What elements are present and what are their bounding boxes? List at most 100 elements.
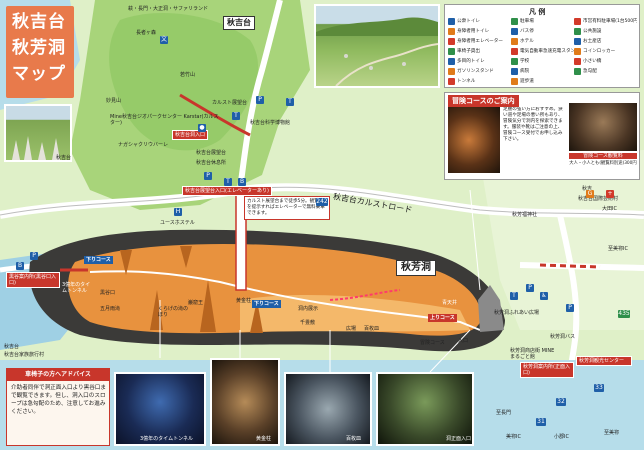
legend-item: 多目的トイレ — [448, 57, 511, 67]
bus-stop-icon: B — [16, 262, 24, 270]
toilet-icon: T — [510, 292, 518, 300]
route-badge-33: 33 — [594, 384, 604, 392]
legend-item-label: 遊歩道 — [520, 79, 534, 84]
label-akiyoshi-area: 秋吉台 — [4, 344, 20, 350]
steep-slope-icon — [574, 68, 581, 75]
adventure-photo-right — [569, 103, 637, 151]
hospital-icon: + — [606, 190, 614, 198]
label-kurodani: 黒谷口 — [100, 290, 116, 296]
legend-header: 凡 例 — [529, 8, 546, 16]
stalagmite-3 — [250, 300, 263, 333]
parking-icon: P — [526, 284, 534, 292]
school-icon: 文 — [160, 36, 168, 44]
tag-observatory-entrance: 秋吉台展望台入口(エレベーターあり) — [182, 186, 272, 196]
label-myokenzan: 妙見山 — [106, 98, 122, 104]
label-tomine: 至美祢 — [604, 430, 620, 436]
legend-item: 病院 — [511, 67, 574, 77]
label-nobori-course: 上りコース — [428, 314, 457, 322]
legend-item: 車椅子貸出 — [448, 47, 511, 57]
photo-rock-2 — [369, 66, 373, 70]
legend-item: 遊歩道 — [511, 77, 574, 87]
label-kogane: 黄金柱 — [236, 298, 252, 304]
adventure-path — [329, 289, 401, 301]
toilet-icon: T — [286, 98, 294, 106]
bridge-icon — [574, 58, 581, 65]
label-hiroba: 広場 — [346, 326, 357, 332]
legend-item: ホテル — [511, 37, 574, 47]
label-to-nagato: 至長門 — [496, 410, 512, 416]
tag-akiyoshi-entrance: 秋吉台洞入口 — [172, 130, 209, 140]
label-kokusai: 秋吉台国際芸術村 — [578, 196, 619, 202]
accessible-toilet-icon: ♿ — [540, 292, 548, 300]
stalactite-2 — [180, 246, 192, 268]
public-facility-icon — [574, 28, 581, 35]
legend-item: 公衆トイレ — [448, 17, 511, 27]
label-to-ota: 大田IC — [602, 206, 617, 212]
plateau-hills — [109, 12, 259, 151]
label-timetunnel: 3億年のタイムトンネル — [62, 282, 91, 294]
pinnacle-1 — [12, 140, 20, 160]
label-to-mine: 至美祢IC — [608, 246, 628, 252]
photo-rock-1 — [344, 54, 348, 58]
bottom-photo-3 — [284, 372, 372, 446]
limestone-photo-art — [12, 136, 60, 160]
limestone-photo-caption: 秋吉台 — [56, 155, 72, 161]
pointer-4 — [429, 329, 471, 373]
label-akiyoshi-school: 秋吉台家族旅行村 — [4, 352, 45, 358]
label-boken-course: 冒険コース — [420, 340, 445, 346]
wheelchair-icon — [448, 48, 455, 55]
legend-item-label: 急勾配 — [583, 69, 597, 74]
label-aotenjo: 青天井 — [442, 300, 458, 306]
legend-panel: 凡 例 公衆トイレ駐車場市営有料駐車場(1台500円)身障者用トイレバス停公共施… — [444, 4, 640, 88]
legend-item: 電気自動車急速充電スタンド — [511, 47, 574, 57]
adventure-fee-label: 冒険コース観覧料 — [569, 153, 637, 159]
parking-icon — [511, 18, 518, 25]
legend-item-label: トンネル — [457, 79, 476, 84]
tag-entrance: 秋芳洞案内所(正面入口) — [520, 362, 574, 378]
toilet-icon: T — [224, 178, 232, 186]
legend-item-label: 市営有料駐車場(1台500円) — [583, 19, 637, 24]
label-shusetsu: 洞内展示 — [298, 306, 319, 312]
label-youth-hostel: ユースホステル — [160, 220, 195, 226]
legend-item: コインロッカー — [574, 47, 637, 57]
parking-icon: P — [204, 172, 212, 180]
label-nagasakuri: ナガシャクリウバーレ — [118, 142, 169, 148]
bottom-photo-2-caption: 黄金柱 — [256, 436, 272, 442]
label-ogori-ic: 小郡IC — [554, 434, 569, 440]
map-title-block: 秋吉台 秋芳洞 マップ — [6, 6, 74, 98]
advice-header: 車椅子の方へアドバイス — [7, 369, 109, 381]
pinnacle-3 — [38, 142, 46, 160]
legend-item-label: 公衆トイレ — [457, 19, 480, 24]
bottom-photo-4-caption: 洞正面入口 — [446, 436, 472, 442]
label-chojagamori: 長者ヶ森 — [136, 30, 157, 36]
legend-item: お土産店 — [574, 37, 637, 47]
bottom-photo-3-caption: 百枚皿 — [346, 436, 362, 442]
bottom-photo-1-caption: 3億年のタイムトンネル — [140, 436, 193, 442]
tag-kurodani-entrance: 黒谷案内所(黒谷口入口) — [6, 272, 60, 288]
legend-item-label: お土産店 — [583, 39, 602, 44]
bottom-photo-2 — [210, 358, 280, 446]
hospital-icon — [511, 68, 518, 75]
legend-item: 駐車場 — [511, 17, 574, 27]
label-shimo-course-2: 下りコース — [252, 300, 281, 308]
legend-item-label: 車椅子貸出 — [457, 49, 480, 54]
legend-grid: 公衆トイレ駐車場市営有料駐車場(1台500円)身障者用トイレバス停公共施設身障者… — [448, 17, 638, 87]
legend-item-label: 身障者用エレベーター — [457, 39, 503, 44]
toilet-icon — [448, 18, 455, 25]
label-science-museum: 秋吉台科学博物館 — [250, 120, 291, 126]
hotel-icon: H — [174, 208, 182, 216]
elevator-note: カルスト展望台まで徒歩5分。観覧券を提示すればエレベーターで無料乗車できます。 — [244, 196, 330, 220]
road-red-dash — [539, 263, 601, 269]
legend-item-label: 病院 — [520, 69, 530, 74]
label-entrance-station: 秋芳洞バス — [550, 334, 576, 340]
right-fields — [480, 150, 644, 330]
label-akiyoshi-bus: 秋吉 — [582, 186, 593, 192]
photo-hills — [316, 17, 438, 36]
ev-charger-icon — [511, 48, 518, 55]
pointer-adventure — [469, 189, 481, 291]
plateau-photo — [314, 4, 440, 88]
label-karst-observatory: カルスト展望台 — [212, 100, 248, 106]
bottom-photo-4 — [376, 372, 474, 446]
bus-stop-icon — [511, 28, 518, 35]
